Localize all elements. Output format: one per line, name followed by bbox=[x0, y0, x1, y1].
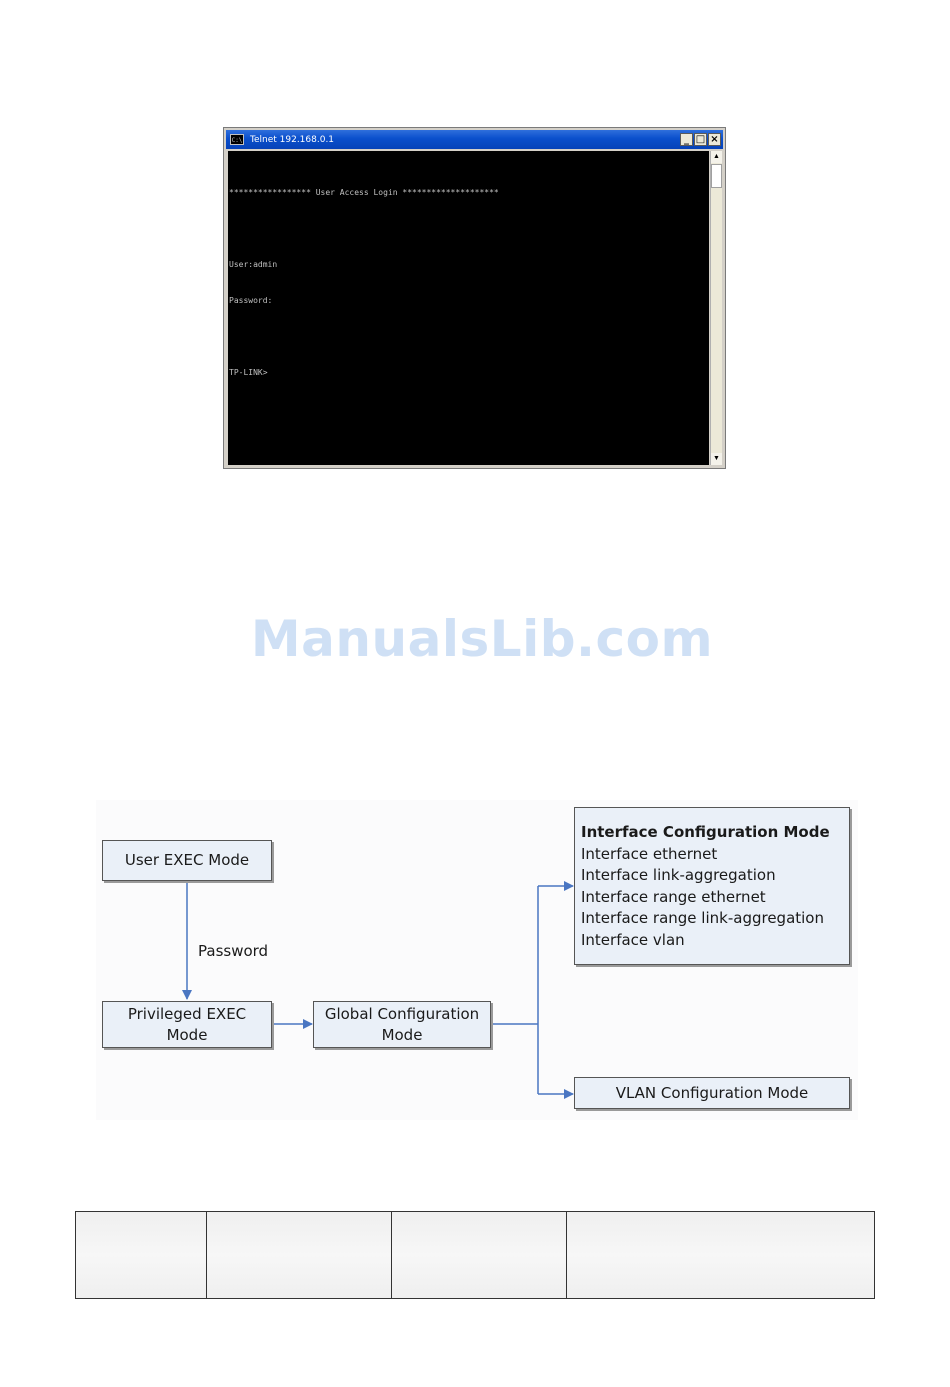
table-header-cell bbox=[207, 1212, 392, 1298]
scroll-thumb[interactable] bbox=[711, 164, 722, 188]
node-label-line-2: Mode bbox=[381, 1025, 423, 1044]
close-button[interactable]: × bbox=[708, 133, 721, 146]
node-interface-configuration-mode: Interface Configuration Mode Interface e… bbox=[574, 807, 850, 965]
table-header-cell bbox=[76, 1212, 207, 1298]
console-line-banner: ***************** User Access Login ****… bbox=[229, 188, 499, 197]
node-label: User EXEC Mode bbox=[124, 851, 250, 869]
console-line-blank bbox=[229, 331, 709, 343]
telnet-window: C:\ Telnet 192.168.0.1 _ □ × ***********… bbox=[223, 127, 726, 469]
mode-table bbox=[75, 1211, 875, 1299]
node-item: Interface ethernet bbox=[581, 844, 718, 863]
console-line-prompt: TP-LINK> bbox=[229, 368, 268, 377]
edge-label-password: Password bbox=[198, 942, 269, 960]
minimize-button[interactable]: _ bbox=[680, 133, 693, 146]
maximize-button[interactable]: □ bbox=[694, 133, 707, 146]
table-header-cell bbox=[392, 1212, 567, 1298]
node-item: Interface link-aggregation bbox=[581, 866, 776, 884]
node-label-line-1: Privileged EXEC bbox=[127, 1004, 247, 1023]
node-privileged-exec-mode: Privileged EXEC Mode bbox=[102, 1001, 272, 1048]
vertical-scrollbar[interactable]: ▲ ▼ bbox=[710, 151, 722, 465]
node-label-line-2: Mode bbox=[166, 1025, 208, 1044]
console-output[interactable]: ***************** User Access Login ****… bbox=[228, 151, 709, 465]
scroll-down-arrow-icon[interactable]: ▼ bbox=[711, 453, 722, 465]
node-item: Interface range ethernet bbox=[581, 887, 766, 906]
window-controls: _ □ × bbox=[679, 133, 721, 146]
node-vlan-configuration-mode: VLAN Configuration Mode bbox=[574, 1077, 850, 1109]
node-title: Interface Configuration Mode bbox=[581, 823, 830, 841]
title-bar[interactable]: C:\ Telnet 192.168.0.1 _ □ × bbox=[226, 130, 723, 149]
table-header-cell bbox=[567, 1212, 874, 1298]
console-line-blank bbox=[229, 223, 709, 235]
scroll-up-arrow-icon[interactable]: ▲ bbox=[711, 151, 722, 163]
watermark: ManualsLib.com bbox=[250, 610, 714, 668]
console-line-password: Password: bbox=[229, 296, 273, 305]
node-label: VLAN Configuration Mode bbox=[615, 1083, 809, 1102]
node-label-line-1: Global Configuration bbox=[324, 1004, 480, 1023]
node-item: Interface vlan bbox=[581, 930, 685, 949]
node-user-exec-mode: User EXEC Mode bbox=[102, 840, 272, 881]
window-title: Telnet 192.168.0.1 bbox=[250, 134, 335, 145]
console-line-user: User:admin bbox=[229, 260, 278, 269]
node-global-configuration-mode: Global Configuration Mode bbox=[313, 1001, 491, 1048]
node-item: Interface range link-aggregation bbox=[581, 909, 824, 927]
console-icon: C:\ bbox=[230, 134, 244, 145]
